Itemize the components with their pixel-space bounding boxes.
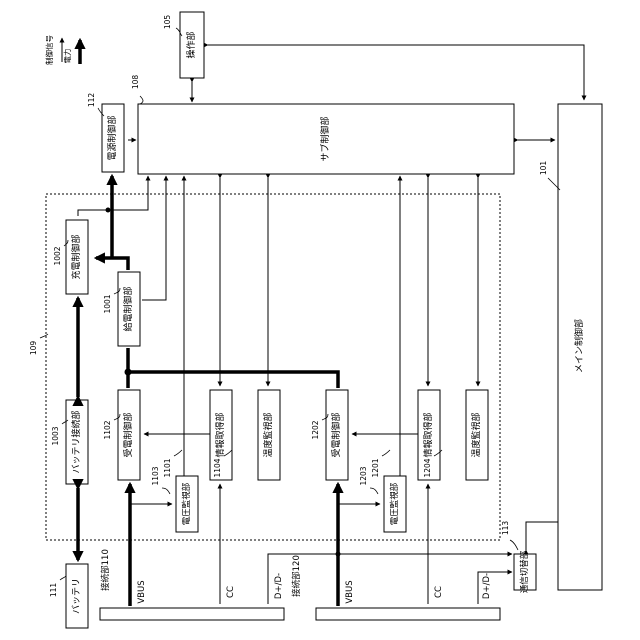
ref-108: 108 (131, 75, 141, 89)
ref-1001: 1001 (103, 294, 113, 313)
ref-1003: 1003 (51, 426, 61, 445)
rx-control-label-1: 受電制御部 (124, 412, 134, 457)
ref-105: 105 (163, 15, 173, 29)
connector-label-2: 接続部120 (292, 555, 302, 597)
temp-monitor-label-1: 温度監視部 (264, 412, 274, 457)
ref-109: 109 (29, 341, 39, 355)
info-acquire-label-1: 情報取得部 (216, 412, 226, 457)
boundary-109 (46, 194, 500, 540)
ref-1204: 1204 (423, 458, 433, 477)
connector-box-1 (100, 608, 284, 620)
cc-label-2: CC (434, 586, 444, 598)
ref-1101: 1101 (163, 458, 173, 477)
charge-control-label: 充電制御部 (72, 234, 82, 279)
vbus-label-1: VBUS (137, 580, 147, 603)
ref-111: 111 (49, 583, 59, 597)
ref-1002: 1002 (53, 246, 63, 265)
connector-box-2 (316, 608, 500, 620)
connector-label-1: 接続部110 (101, 549, 111, 591)
voltage-monitor-label-1: 電圧監視部 (182, 483, 192, 526)
ref-1103: 1103 (151, 466, 161, 485)
ref-1203: 1203 (359, 466, 369, 485)
comm-switch-label: 通信切替部 (520, 551, 530, 594)
info-acquire-label-2: 情報取得部 (424, 412, 434, 457)
dplus-label-2: D+/D- (482, 573, 492, 599)
rx-control-label-2: 受電制御部 (332, 412, 342, 457)
ref-1104: 1104 (213, 458, 223, 477)
vbus-label-2: VBUS (345, 580, 355, 603)
ref-112: 112 (87, 93, 97, 107)
sub-control-label: サブ制御部 (321, 116, 331, 161)
ref-1201: 1201 (371, 458, 381, 477)
battery-label: バッテリ (72, 578, 82, 614)
ref-113: 113 (501, 521, 511, 535)
legend-power-label: 電力 (63, 49, 73, 64)
feed-control-label: 給電制御部 (124, 286, 134, 331)
battery-connection-label: バッテリ接続部 (72, 410, 82, 473)
operation-label: 操作部 (187, 31, 197, 58)
power-control-label: 電源制御部 (108, 115, 118, 160)
dplus-label-1: D+/D- (274, 573, 284, 599)
ref-101: 101 (539, 161, 549, 175)
voltage-monitor-label-2: 電圧監視部 (390, 483, 400, 526)
main-control-label: メイン制御部 (575, 319, 585, 373)
legend-control-label: 制御信号 (45, 35, 55, 65)
cc-label-1: CC (226, 586, 236, 598)
ref-1202: 1202 (311, 420, 321, 439)
temp-monitor-label-2: 温度監視部 (472, 412, 482, 457)
ref-1102: 1102 (103, 420, 113, 439)
